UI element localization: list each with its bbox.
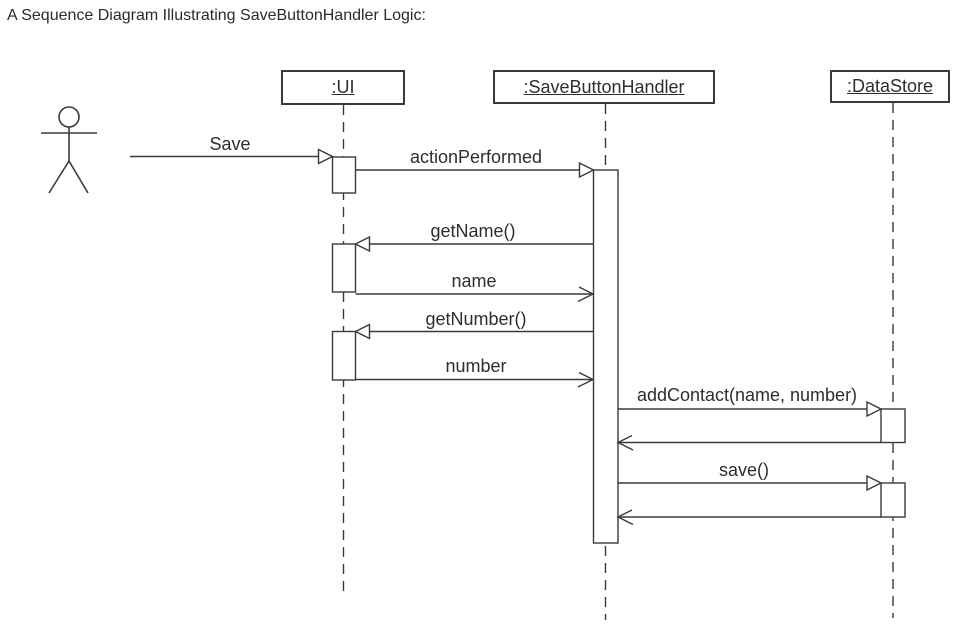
message-addcontact-label: addContact(name, number)	[636, 385, 858, 405]
return-datastore-1-open-arrowhead	[616, 434, 634, 451]
message-name-arrow	[355, 286, 595, 303]
message-savecall-label: save()	[718, 460, 770, 480]
message-save-label: Save	[209, 134, 251, 154]
actor-right-leg	[68, 160, 89, 194]
lifeline-label-datastore: :DataStore	[846, 76, 934, 96]
activation-bar-ui-2	[331, 243, 357, 293]
message-actionperformed-label: actionPerformed	[409, 147, 543, 167]
message-getnumber-arrow	[353, 323, 594, 340]
stick-figure-actor-icon	[41, 106, 97, 194]
message-savecall-arrow	[618, 474, 883, 492]
return-arrow-datastore-2	[616, 509, 881, 526]
activation-bar-datastore-2	[880, 482, 906, 518]
message-number-label: number	[445, 356, 507, 376]
message-name-label: name	[451, 271, 497, 291]
message-addcontact-arrow	[618, 400, 883, 418]
message-savecall-arrowhead	[866, 474, 883, 492]
return-arrow-datastore-1	[616, 434, 881, 451]
activation-bar-savebuttonhandler	[592, 169, 619, 544]
actor-head	[58, 106, 80, 128]
lifeline-label-savebuttonhandler: :SaveButtonHandler	[523, 76, 685, 97]
message-getnumber-arrowhead	[353, 323, 371, 340]
message-addcontact-arrowhead	[866, 400, 883, 418]
actor-left-leg	[48, 160, 70, 194]
message-getnumber-label: getNumber()	[425, 309, 527, 329]
activation-bar-ui-3	[331, 330, 357, 381]
message-getname-arrow	[353, 235, 594, 253]
message-number-arrow	[355, 371, 595, 388]
diagram-title: A Sequence Diagram Illustrating SaveButt…	[7, 7, 426, 24]
message-actionperformed-arrowhead	[578, 161, 596, 179]
message-getname-arrowhead	[353, 235, 371, 253]
activation-bar-datastore-1	[880, 408, 906, 444]
return-datastore-2-open-arrowhead	[616, 509, 634, 526]
message-number-open-arrowhead	[577, 371, 595, 388]
message-actionperformed-arrow	[355, 161, 596, 179]
message-save-arrow	[130, 148, 335, 165]
lifeline-box-savebuttonhandler: :SaveButtonHandler	[493, 70, 715, 104]
lifeline-box-datastore: :DataStore	[830, 70, 950, 103]
message-name-open-arrowhead	[577, 286, 595, 303]
message-save-arrowhead	[317, 148, 335, 165]
activation-bar-ui-1	[331, 156, 357, 194]
lifeline-label-ui: :UI	[331, 77, 355, 97]
lifeline-box-ui: :UI	[281, 70, 405, 105]
message-getname-label: getName()	[430, 221, 516, 241]
